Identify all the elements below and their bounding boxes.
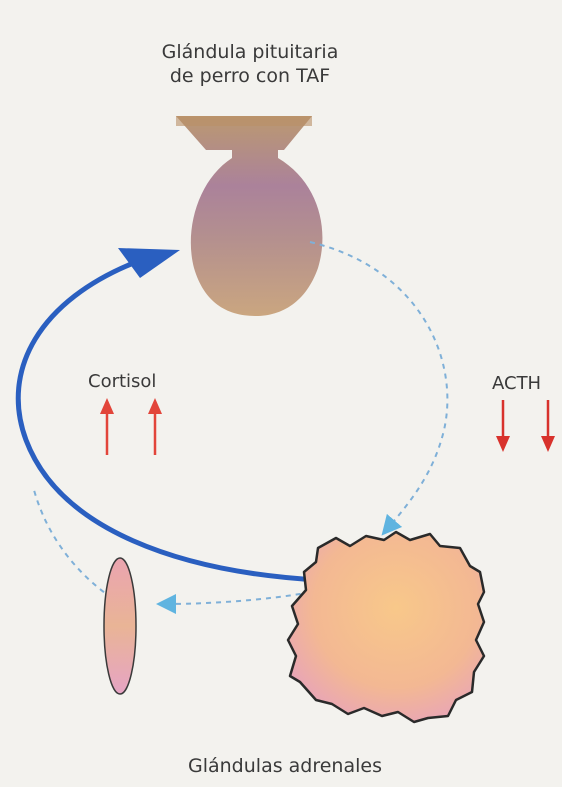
small-adrenal-gland xyxy=(104,558,136,694)
cortisol-up-arrowhead-icon xyxy=(100,398,114,414)
pituitary-label-line1: Glándula pituitaria xyxy=(120,40,380,64)
acth-down-arrowhead-icon xyxy=(496,436,510,452)
pituitary-label-line2: de perro con TAF xyxy=(120,64,380,88)
adrenals-label: Glándulas adrenales xyxy=(150,754,420,778)
acth-down-arrowhead-icon xyxy=(541,436,555,452)
acth-label: ACTH xyxy=(492,372,541,396)
cortisol-up-arrowhead-icon xyxy=(148,398,162,414)
acth-dashed-arrow xyxy=(310,242,447,528)
cortisol-label: Cortisol xyxy=(88,370,156,394)
pituitary-label: Glándula pituitaria de perro con TAF xyxy=(120,40,380,88)
cortisol-increase-arrows xyxy=(100,398,162,455)
adrenal-gland xyxy=(288,532,484,722)
pituitary-gland xyxy=(176,116,322,316)
acth-decrease-arrows xyxy=(496,400,555,452)
